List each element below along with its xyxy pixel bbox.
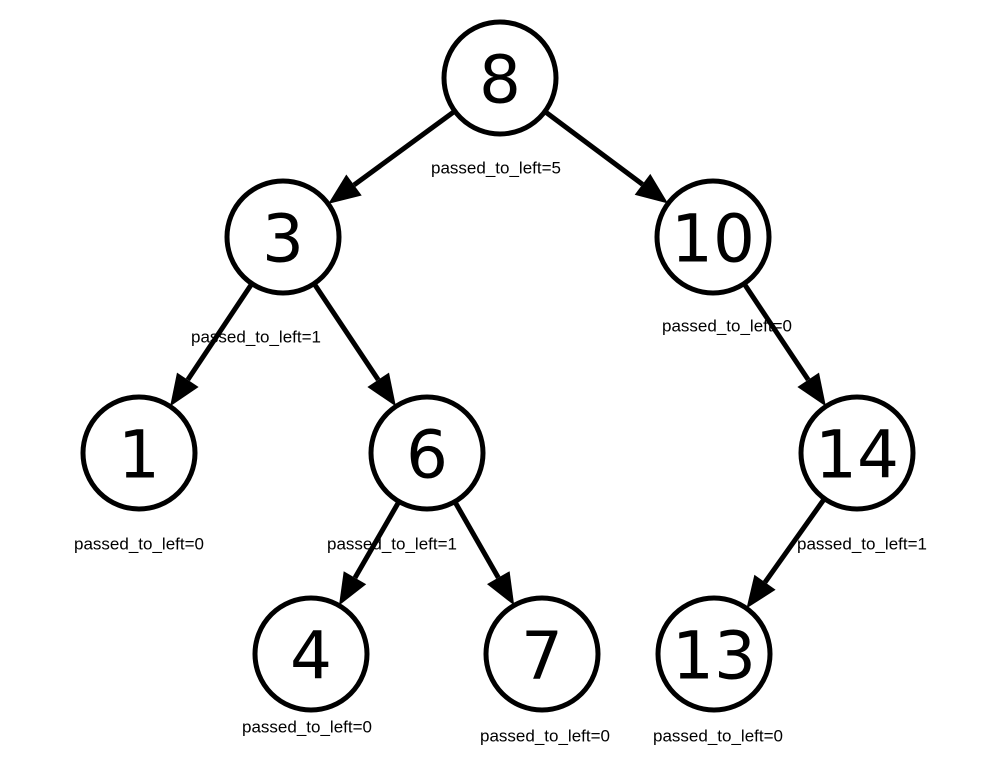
node-value-7: 7 <box>521 618 563 695</box>
node-circle-1 <box>80 394 198 512</box>
node-value-4: 4 <box>290 618 332 695</box>
edge-n8-to-n10 <box>543 109 644 187</box>
edge-n6-to-n4 <box>352 500 402 580</box>
passed-to-left-label-10: passed_to_left=0 <box>662 317 792 336</box>
tree-node-14: 14 <box>798 394 916 512</box>
node-circle-4 <box>252 595 370 713</box>
passed-to-left-label-3: passed_to_left=1 <box>191 328 321 347</box>
node-value-6: 6 <box>406 417 448 494</box>
arrowhead-n14-to-n13 <box>746 574 776 609</box>
edge-n10-to-n14 <box>742 282 811 382</box>
node-value-13: 13 <box>672 618 756 695</box>
arrowhead-n10-to-n14 <box>797 372 826 407</box>
tree-node-8: 8 <box>441 19 559 137</box>
node-value-3: 3 <box>262 201 304 278</box>
node-value-8: 8 <box>479 42 521 119</box>
edge-n8-to-n3 <box>352 109 457 188</box>
node-circle-13 <box>655 595 773 713</box>
passed-to-left-label-6: passed_to_left=1 <box>327 535 457 554</box>
passed-to-left-label-8: passed_to_left=5 <box>431 159 561 178</box>
passed-to-left-label-1: passed_to_left=0 <box>74 535 204 554</box>
tree-node-7: 7 <box>483 595 601 713</box>
node-circle-6 <box>368 394 486 512</box>
node-circle-10 <box>654 178 772 296</box>
arrowhead-n8-to-n3 <box>328 174 362 204</box>
edge-n3-to-n1 <box>185 282 254 382</box>
annotations-layer: passed_to_left=5 passed_to_left=1 passed_t… <box>74 159 927 746</box>
arrowhead-n3-to-n1 <box>170 372 199 407</box>
node-circle-3 <box>224 178 342 296</box>
edge-n14-to-n13 <box>762 497 827 584</box>
arrowhead-n6-to-n4 <box>339 571 367 606</box>
tree-node-4: 4 <box>252 595 370 713</box>
arrowhead-n6-to-n7 <box>487 571 515 606</box>
edge-n3-to-n6 <box>312 282 381 382</box>
tree-node-6: 6 <box>368 394 486 512</box>
node-value-14: 14 <box>815 417 899 494</box>
arrowhead-n8-to-n10 <box>634 173 669 204</box>
tree-node-1: 1 <box>80 394 198 512</box>
node-value-1: 1 <box>118 417 160 494</box>
nodes-layer: 8 3 10 1 6 14 4 7 13 <box>80 19 916 713</box>
tree-node-10: 10 <box>654 178 772 296</box>
node-circle-8 <box>441 19 559 137</box>
arrowhead-n3-to-n6 <box>367 372 396 407</box>
node-circle-14 <box>798 394 916 512</box>
edge-n6-to-n7 <box>452 500 501 579</box>
passed-to-left-label-7: passed_to_left=0 <box>480 727 610 746</box>
passed-to-left-label-13: passed_to_left=0 <box>653 727 783 746</box>
tree-node-3: 3 <box>224 178 342 296</box>
passed-to-left-label-14: passed_to_left=1 <box>797 535 927 554</box>
tree-node-13: 13 <box>655 595 773 713</box>
passed-to-left-label-4: passed_to_left=0 <box>242 718 372 737</box>
node-value-10: 10 <box>671 201 755 278</box>
edges-layer <box>170 109 827 609</box>
node-circle-7 <box>483 595 601 713</box>
